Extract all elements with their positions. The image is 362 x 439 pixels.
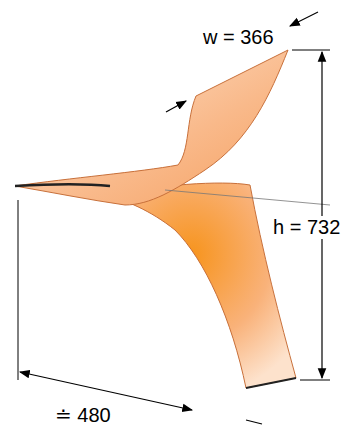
dimension-label: h = 732 — [270, 216, 343, 239]
strip-end-edge — [246, 378, 296, 388]
dimension-line — [321, 52, 322, 378]
axis-line — [165, 190, 330, 205]
extension-line — [18, 200, 19, 380]
strip-lower-surface — [105, 183, 296, 388]
dimension-arrow — [166, 101, 186, 112]
dimension-label: w = 366 — [200, 26, 277, 49]
dimension-arrow — [290, 12, 318, 26]
extension-line — [300, 380, 330, 381]
dimension-tick — [246, 420, 262, 424]
strip-edge — [15, 184, 110, 186]
dimension-label: ≐ 480 — [52, 404, 114, 427]
strip-upper-wing — [15, 50, 288, 205]
extension-line — [292, 50, 330, 51]
